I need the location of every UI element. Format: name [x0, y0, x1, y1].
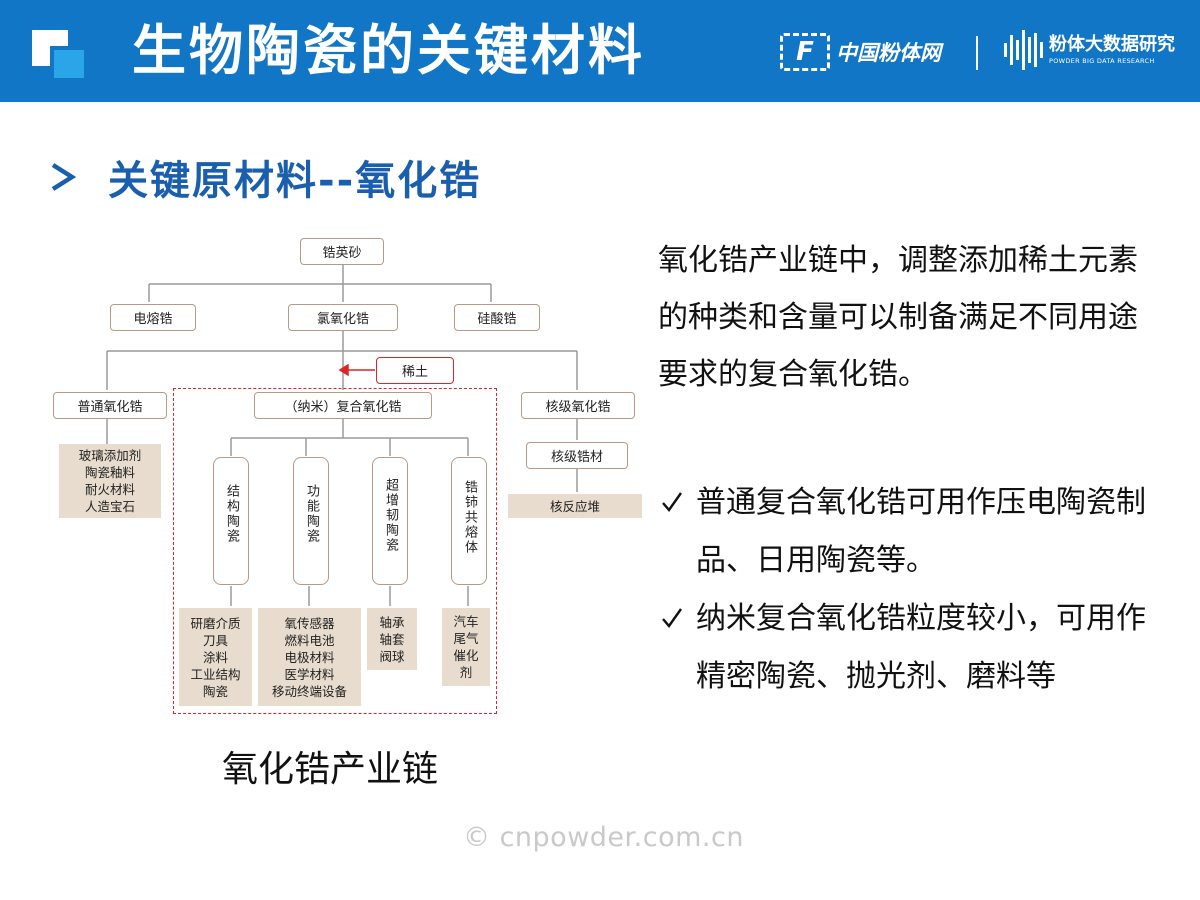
- brand-bigdata-name: 粉体大数据研究: [1049, 34, 1175, 55]
- use-item: 催化: [453, 648, 479, 663]
- use-item: 陶瓷釉料: [84, 465, 135, 480]
- use-item: 轴套: [379, 631, 405, 647]
- subtitle-text: 关键原材料--氧化锆: [108, 158, 482, 204]
- branch-label: 锆铈共熔体: [462, 480, 477, 555]
- brand-divider: [976, 36, 978, 70]
- brand-bigdata: 粉体大数据研究 POWDER BIG DATA RESEARCH: [1004, 28, 1175, 72]
- bar-chart-logo-icon: [1004, 28, 1043, 72]
- nuclear-use: 核反应堆: [508, 494, 642, 518]
- ordinary-uses: 玻璃添加剂 陶瓷釉料 耐火材料 人造宝石: [59, 444, 161, 518]
- use-item: 阀球: [379, 648, 405, 664]
- fused-uses: 汽车 尾气 催化 剂: [442, 608, 490, 686]
- node-ordinary-zirconia: 普通氧化锆: [53, 392, 167, 419]
- watermark: © cnpowder.com.cn: [463, 822, 744, 853]
- use-item: 核反应堆: [549, 498, 600, 514]
- check-icon: [662, 608, 682, 628]
- node-fused-zirconia: 电熔锆: [110, 304, 196, 331]
- node-rare-earth: 稀土: [376, 357, 454, 384]
- brand-cnpowder-name: 中国粉体网: [836, 41, 941, 65]
- logo-squares-icon: [32, 30, 84, 78]
- structural-uses: 研磨介质 刀具 涂料 工业结构 陶瓷: [179, 608, 252, 706]
- brand-bigdata-en: POWDER BIG DATA RESEARCH: [1049, 57, 1155, 65]
- use-item: 医学材料: [284, 666, 335, 682]
- use-item: 剂: [459, 665, 473, 680]
- node-functional-ceramics: 功能陶瓷: [293, 457, 329, 585]
- node-nuclear-zirconia: 核级氧化锆: [521, 392, 635, 419]
- cnpowder-logo-icon: F: [780, 33, 830, 71]
- use-item: 氧传感器: [284, 615, 335, 631]
- branch-label: 结构陶瓷: [224, 484, 239, 544]
- section-subtitle: 关键原材料--氧化锆: [50, 148, 481, 206]
- composite-dashed-group: [173, 388, 497, 714]
- node-zircon-sand: 锆英砂: [300, 238, 384, 265]
- node-toughened-ceramics: 超增韧陶瓷: [372, 457, 408, 585]
- diagram-connectors: [106, 264, 578, 606]
- use-item: 研磨介质: [190, 615, 241, 631]
- node-structural-ceramics: 结构陶瓷: [213, 457, 249, 585]
- bullet-item: 普通复合氧化锆可用作压电陶瓷制品、日用陶瓷等。: [660, 474, 1160, 590]
- intro-paragraph: 氧化锆产业链中，调整添加稀土元素的种类和含量可以制备满足不同用途要求的复合氧化锆…: [658, 243, 1138, 392]
- bullet-item: 纳米复合氧化锆粒度较小，可用作精密陶瓷、抛光剂、磨料等: [660, 590, 1160, 706]
- use-item: 人造宝石: [84, 499, 135, 514]
- branch-label: 功能陶瓷: [304, 484, 319, 544]
- branch-label: 超增韧陶瓷: [383, 478, 398, 553]
- use-item: 刀具: [202, 632, 228, 648]
- node-zirconium-oxychloride: 氯氧化锆: [288, 304, 398, 331]
- use-item: 移动终端设备: [271, 683, 347, 699]
- bullet-text: 普通复合氧化锆可用作压电陶瓷制品、日用陶瓷等。: [696, 485, 1146, 578]
- node-zirconium-silicate: 硅酸锆: [454, 304, 540, 331]
- use-item: 尾气: [453, 631, 479, 646]
- bullet-list: 普通复合氧化锆可用作压电陶瓷制品、日用陶瓷等。 纳米复合氧化锆粒度较小，可用作精…: [660, 474, 1160, 706]
- use-item: 玻璃添加剂: [78, 448, 142, 463]
- toughened-uses: 轴承 轴套 阀球: [367, 608, 417, 670]
- bullet-text: 纳米复合氧化锆粒度较小，可用作精密陶瓷、抛光剂、磨料等: [696, 601, 1146, 694]
- check-icon: [662, 492, 682, 512]
- use-item: 涂料: [202, 649, 228, 665]
- use-item: 耐火材料: [84, 482, 135, 497]
- brand-cnpowder: F 中国粉体网: [780, 30, 941, 74]
- use-item: 燃料电池: [284, 632, 335, 648]
- functional-uses: 氧传感器 燃料电池 电极材料 医学材料 移动终端设备: [258, 608, 361, 706]
- use-item: 陶瓷: [202, 683, 228, 699]
- page-title: 生物陶瓷的关键材料: [132, 19, 645, 82]
- arrow-right-icon: [51, 163, 76, 191]
- node-composite-zirconia: （纳米）复合氧化锆: [254, 392, 432, 419]
- diagram-caption: 氧化锆产业链: [222, 749, 439, 790]
- use-item: 汽车: [453, 614, 479, 629]
- use-item: 电极材料: [284, 649, 335, 665]
- use-item: 工业结构: [190, 666, 241, 682]
- node-fused-body: 锆铈共熔体: [451, 457, 487, 585]
- header-bar: 生物陶瓷的关键材料 F 中国粉体网 粉体大数据研究 POWDER BIG DAT…: [0, 0, 1200, 102]
- use-item: 轴承: [379, 614, 405, 630]
- zirconia-chain-diagram: 锆英砂 电熔锆 氯氧化锆 硅酸锆 稀土 普通氧化锆 （纳米）复合氧化锆 核级氧化…: [50, 232, 646, 722]
- node-nuclear-zirconium: 核级锆材: [526, 442, 628, 469]
